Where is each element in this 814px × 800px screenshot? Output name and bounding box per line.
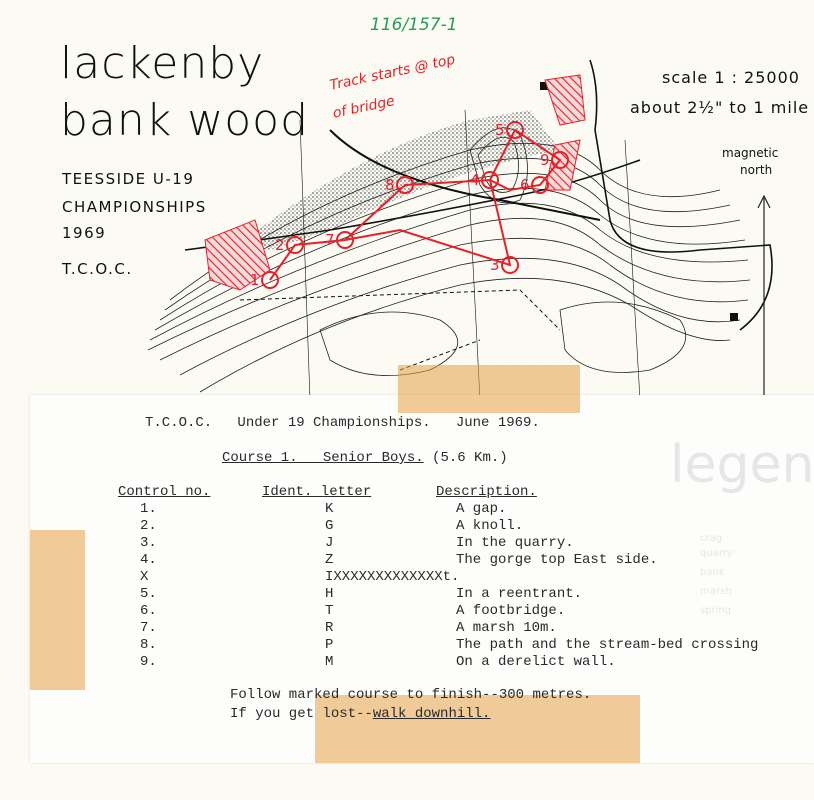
event-line: CHAMPIONSHIPS (62, 198, 207, 216)
ident-letter: J (325, 535, 334, 551)
control-number: 1. (140, 501, 157, 517)
control-number-label: 3 (490, 256, 500, 274)
show-through-item: crag (700, 533, 723, 544)
control-circle (501, 256, 519, 274)
control-circle (551, 151, 569, 169)
show-through-item: marsh (700, 586, 732, 597)
tape (315, 695, 640, 763)
control-number: 8. (140, 637, 157, 653)
control-description: In a reentrant. (456, 586, 583, 602)
event-line: 1969 (62, 224, 107, 242)
control-number-label: 8 (385, 176, 395, 194)
show-through-item: bank (700, 567, 725, 578)
control-number: 9. (140, 654, 157, 670)
course-name: Course 1. Senior Boys. (222, 450, 424, 466)
contour-lines (147, 127, 751, 393)
sheet-title: T.C.O.C. Under 19 Championships. June 19… (145, 415, 540, 431)
north-arrow (757, 194, 771, 400)
control-number: 4. (140, 552, 157, 568)
control-description: A gap. (456, 501, 507, 517)
footer-instruction-emphasis: walk downhill. (372, 706, 491, 722)
ident-letter: H (325, 586, 334, 602)
control-number-label: 1 (250, 271, 260, 289)
show-through-item: quarry (700, 548, 733, 559)
control-description: In the quarry. (456, 535, 574, 551)
control-number: 3. (140, 535, 157, 551)
scale-label: scale 1 : 25000 (662, 68, 800, 87)
map-title-line2: bank wood (60, 95, 310, 146)
control-circle (396, 176, 414, 194)
reference-number: 116/157-1 (370, 15, 458, 35)
control-circle (531, 176, 549, 194)
control-number-label: 9 (540, 151, 550, 169)
ident-letter: G (325, 518, 334, 534)
control-number: X (140, 569, 149, 585)
out-of-bounds-area (544, 74, 586, 126)
show-through-item: spring (700, 605, 732, 616)
control-number-label: 2 (275, 236, 285, 254)
control-description: The path and the stream-bed crossing (456, 637, 759, 653)
control-number-label: 5 (495, 121, 505, 139)
control-description: On a derelict wall. (456, 654, 616, 670)
control-circle (261, 271, 279, 289)
column-header: Description. (436, 484, 537, 500)
show-through-legend: legend (670, 435, 814, 495)
course-length: (5.6 Km.) (432, 450, 508, 466)
control-number: 6. (140, 603, 157, 619)
tape (30, 530, 85, 690)
control-number-label: 4 (470, 171, 480, 189)
footer-instruction: Follow marked course to finish--300 metr… (230, 687, 592, 703)
ident-letter: M (325, 654, 334, 670)
event-line: T.C.O.C. (62, 260, 133, 278)
ident-letter: K (325, 501, 334, 517)
control-number: 2. (140, 518, 157, 534)
control-circle (481, 171, 499, 189)
ident-letter: R (325, 620, 334, 636)
column-header: Ident. letter (262, 484, 372, 500)
control-description: A footbridge. (456, 603, 566, 619)
control-number-label: 6 (520, 176, 530, 194)
control-circle (506, 121, 524, 139)
scale-inches: about 2½" to 1 mile (630, 98, 810, 117)
footer-instruction: If you get lost-- (230, 706, 373, 722)
out-of-bounds-area (204, 219, 271, 291)
column-header: Control no. (118, 484, 211, 500)
course-line (269, 128, 562, 281)
tape (398, 365, 580, 413)
ident-letter: T (325, 603, 334, 619)
north-label: north (740, 163, 773, 177)
ident-letter: P (325, 637, 334, 653)
control-description: A knoll. (456, 518, 524, 534)
control-number: 5. (140, 586, 157, 602)
ident-letter: IXXXXXXXXXXXXXt. (325, 569, 460, 585)
control-description: A marsh 10m. (456, 620, 557, 636)
control-number: 7. (140, 620, 157, 636)
control-circle (336, 231, 354, 249)
building (730, 313, 738, 321)
control-description: The gorge top East side. (456, 552, 658, 568)
control-description-sheet: legend crag quarry bank marsh spring T.C… (30, 395, 814, 763)
ident-letter: Z (325, 552, 334, 568)
control-circles: 12 3 4 5 6 7 8 9 (250, 121, 569, 289)
stippled-area (245, 110, 560, 250)
control-circle (286, 236, 304, 254)
map-title-line1: lackenby (60, 38, 265, 89)
north-label: magnetic (722, 146, 779, 160)
event-line: TEESSIDE U-19 (62, 170, 195, 188)
control-number-label: 7 (325, 231, 335, 249)
